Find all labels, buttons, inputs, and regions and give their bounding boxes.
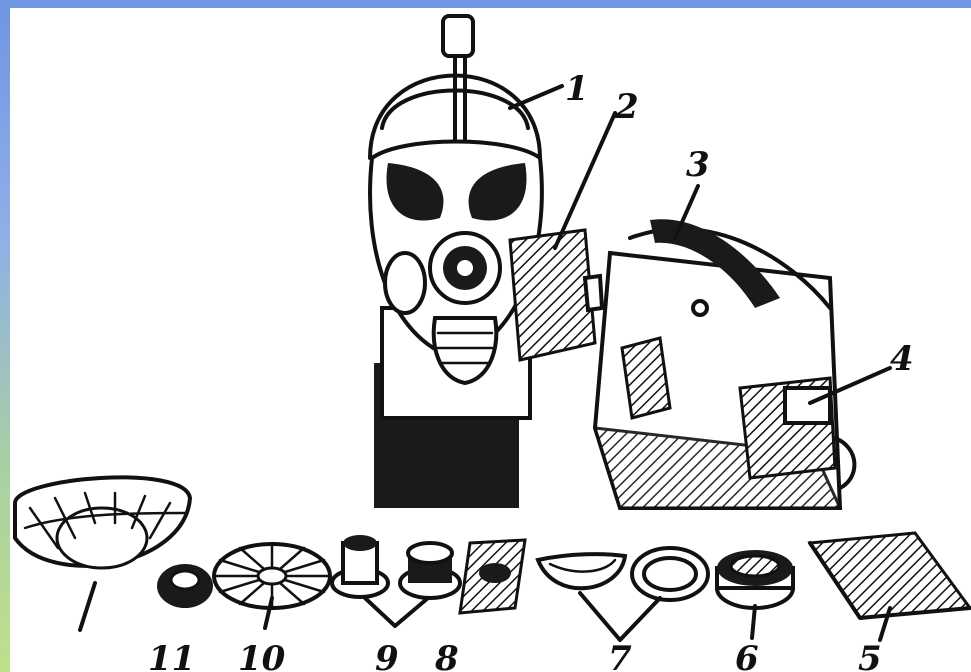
label-8: 8 [434,639,459,672]
bag-pocket [785,388,830,423]
protective-cap [15,477,190,630]
label-7: 7 [608,639,632,672]
label-9: 9 [375,639,399,672]
item-9-valves [332,535,460,626]
label-10: 10 [238,639,286,672]
filter-canister [510,230,595,360]
label-2: 2 [614,87,639,127]
item-7-eyepiece-parts [538,548,708,640]
label-3: 3 [686,145,710,185]
harness-buckle [443,16,473,56]
item-10-disc [214,544,330,628]
mask-bag [595,219,854,508]
label-11: 11 [148,639,195,672]
label-6: 6 [735,639,759,672]
leader-2 [555,113,615,248]
gas-mask-kit-drawing: 1 2 3 4 5 6 7 8 9 10 11 [10,8,971,672]
label-1: 1 [565,69,589,109]
label-5: 5 [858,639,882,672]
leader-1 [510,86,562,108]
item-8-pad [460,540,525,613]
diagram-canvas: 1 2 3 4 5 6 7 8 9 10 11 [10,8,971,672]
label-4: 4 [890,339,914,379]
item-6-cartridge [717,550,793,638]
item-11-fitting [157,564,213,608]
item-5-plate [810,533,970,640]
